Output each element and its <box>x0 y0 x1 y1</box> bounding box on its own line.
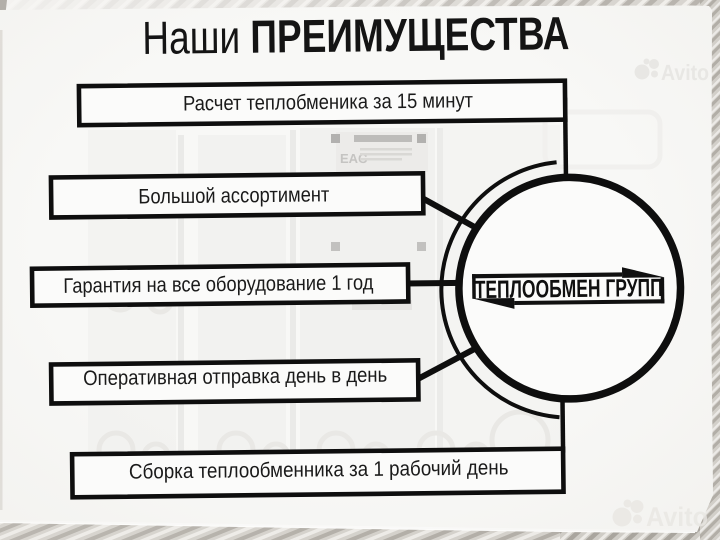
svg-text:Расчет теплобменика за 15 мину: Расчет теплобменика за 15 минут <box>183 89 474 115</box>
svg-text:Оперативная отправка день в де: Оперативная отправка день в день <box>83 364 387 390</box>
svg-text:Гарантия на все оборудование 1: Гарантия на все оборудование 1 год <box>63 271 373 298</box>
svg-text:Avito: Avito <box>646 502 708 532</box>
svg-text:Avito: Avito <box>661 60 709 85</box>
svg-text:ТЕПЛООБМЕН ГРУПП: ТЕПЛООБМЕН ГРУПП <box>475 274 663 304</box>
svg-text:Большой ассортимент: Большой ассортимент <box>138 183 330 208</box>
svg-text:Наши ПРЕИМУЩЕСТВА: Наши ПРЕИМУЩЕСТВА <box>142 7 570 64</box>
svg-text:Сборка теплообменника за 1 раб: Сборка теплообменника за 1 рабочий день <box>129 456 509 483</box>
